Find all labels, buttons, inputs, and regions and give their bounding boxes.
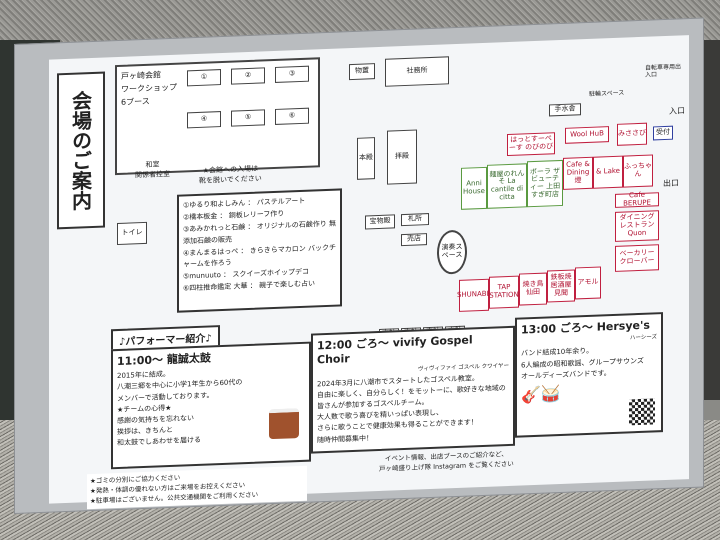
time: 13:00 ごろ〜 (521, 320, 593, 337)
staff-room: 和室関係者控室 (135, 159, 170, 180)
toilet: トイレ (117, 221, 147, 246)
water-basin: 手水舎 (549, 103, 581, 117)
exit: 出口 (663, 178, 679, 189)
workshop-label: ワークショップ (121, 82, 177, 94)
booth: & Lake (593, 155, 623, 189)
booth: ふっちゃん (623, 154, 653, 188)
shoes-notice: ★会館への入場は靴を脱いでください (199, 163, 262, 185)
booth: SHUNABE (457, 278, 491, 312)
booth: みささび (617, 122, 647, 146)
booth: TAP STATION (489, 275, 519, 309)
performer-name: Hersye's (596, 318, 650, 334)
booth-6: ⑥ (275, 107, 309, 125)
performer-card-1: 11:00〜 龍誠太鼓 2015年に結成。 八潮三郷を中心に小学1年生から60代… (111, 341, 311, 470)
notice-line2: 靴を脱いでください (199, 174, 262, 185)
worship-hall: 拝殿 (387, 129, 417, 185)
booth: 鉄板焼 居酒屋 見聞 (547, 269, 575, 303)
treasure-hall: 宝物殿 (365, 214, 395, 230)
instagram-info: イベント情報、出店ブースのご紹介など、 戸ヶ崎盛り上げ隊 Instagram を… (379, 448, 514, 473)
booth: Cafe & Dining 燈 (563, 156, 593, 190)
taiko-drum-icon (269, 408, 299, 440)
booth: ベーカリー クローバー (615, 244, 659, 272)
booth: アモル (575, 266, 601, 300)
sign-frame: 会場のご案内 戸ヶ崎会館 ワークショップ 6ブース ① ② ③ ④ ⑤ ⑥ 和室… (14, 17, 704, 515)
booth-count: 6ブース (121, 96, 150, 107)
bicycle-space: 駐輪スペース (589, 89, 625, 98)
booth-3: ③ (275, 65, 309, 83)
staff-label: 関係者控室 (135, 170, 170, 180)
shrine-office: 社務所 (385, 56, 449, 87)
time: 12:00 ごろ〜 (317, 336, 389, 353)
performer-name: 龍誠太鼓 (166, 351, 211, 367)
workshop-list: ①ゆるり和よしみん ： パステルアート ②橋本板金 ： 銅板レリーフ作り ③あみ… (177, 188, 342, 313)
booth: 焼き鳥 仙田 (519, 272, 547, 306)
entrance: 入口 (669, 106, 685, 116)
booth: はっとすーぺーす のびのび (507, 132, 555, 157)
bicycle-entrance: 自転車専用出入口 (645, 63, 682, 79)
performance-space: 演奏スペース (437, 229, 467, 275)
main-hall: 本殿 (357, 137, 375, 180)
notes: ★ゴミの分別にご協力ください ★発熱・体調の優れない方はご来場をお控えください … (87, 465, 307, 510)
storehouse: 物置 (349, 63, 375, 81)
performer-card-3: 13:00 ごろ〜 Hersye's ハーシーズ バンド結成10年余り。 6人編… (515, 312, 663, 438)
booth: Anni House (461, 166, 487, 210)
booth: 麺屋のれんそ La cantile di citta (487, 163, 527, 209)
booth-5: ⑤ (231, 109, 265, 127)
venue-map-sign: 会場のご案内 戸ヶ崎会館 ワークショップ 6ブース ① ② ③ ④ ⑤ ⑥ 和室… (49, 35, 689, 510)
booth-4: ④ (187, 111, 221, 129)
booth: Cafe BERUPE (615, 191, 659, 208)
qr-code[interactable] (629, 398, 655, 426)
performer-card-2: 12:00 ごろ〜 vivify Gospel Choir ヴィヴィファイ ゴス… (311, 325, 515, 454)
booth-1: ① (187, 69, 221, 87)
booth: Wool HuB (565, 126, 609, 144)
reception: 受付 (653, 125, 673, 141)
booth: ダイニング レストラン Quon (615, 210, 659, 242)
amulet-office: 札所 (401, 213, 429, 227)
sign-title: 会場のご案内 (57, 71, 105, 230)
shop: 売店 (401, 233, 427, 247)
booth: ポーラ ザ ビューティー 上田すぎ町店 (527, 159, 563, 208)
time: 11:00〜 (117, 353, 164, 369)
booth-2: ② (231, 67, 265, 85)
